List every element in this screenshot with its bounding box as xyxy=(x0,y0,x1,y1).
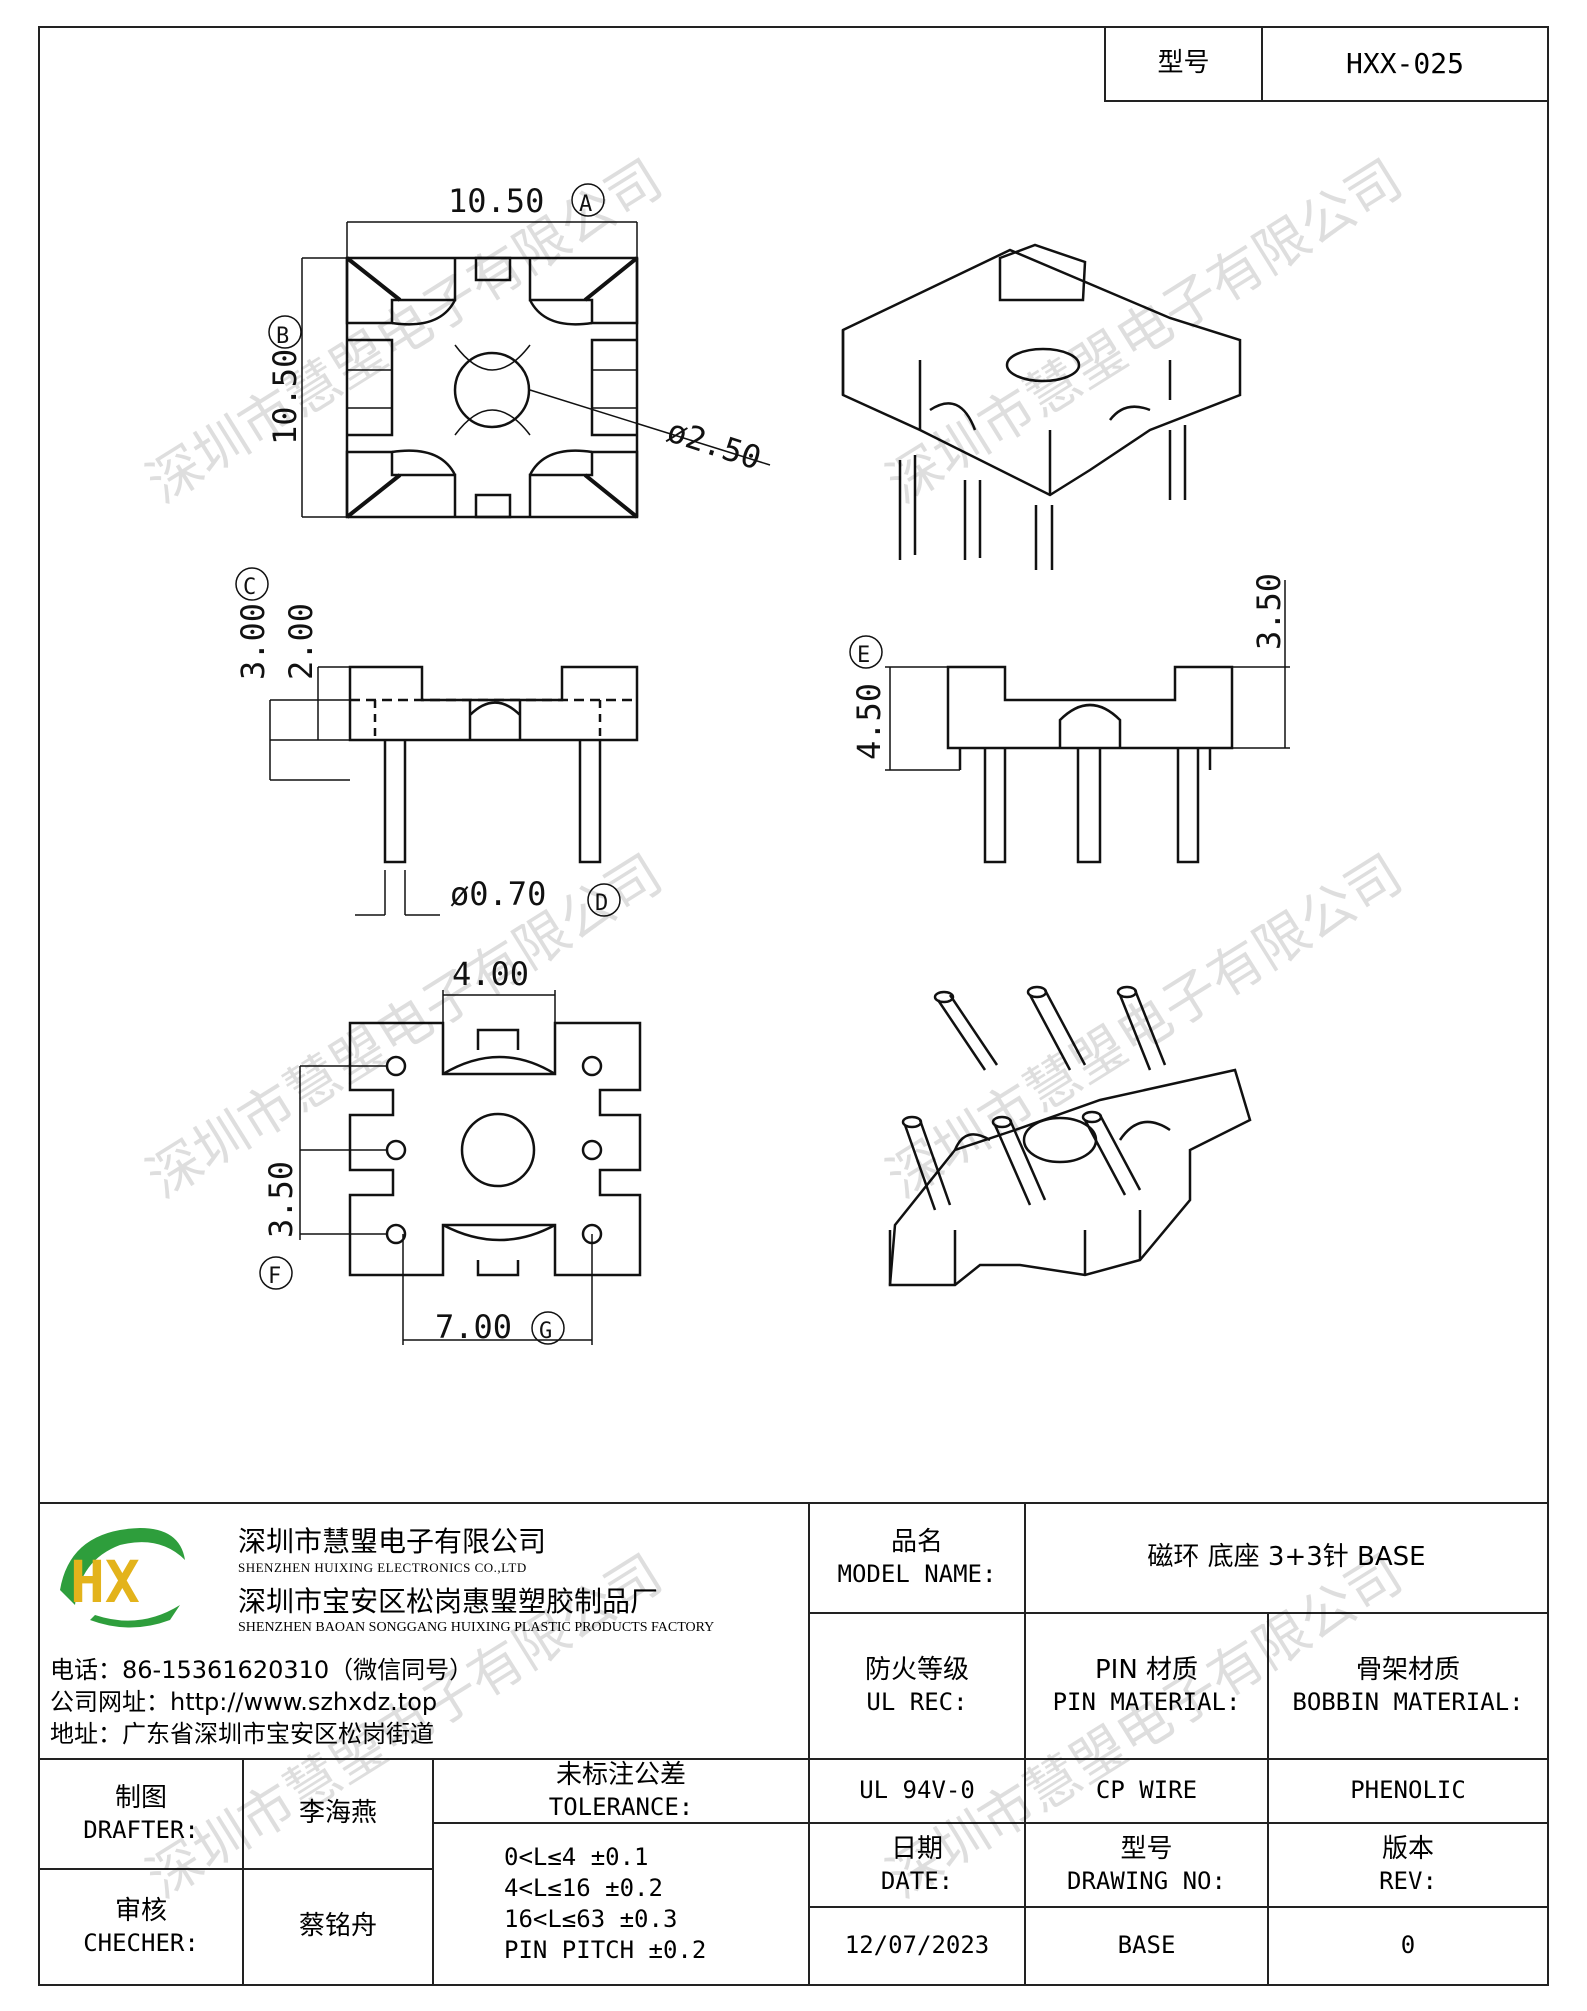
rev-en: REV: xyxy=(1379,1867,1437,1896)
pin-dia-label: ø0.70 xyxy=(450,875,546,913)
drafter-cn: 制图 xyxy=(114,1782,167,1813)
model-label: 型号 xyxy=(1157,48,1210,79)
model-value-cell: HXX-025 xyxy=(1261,26,1549,102)
top-view xyxy=(345,256,639,519)
rev-value-cell: 0 xyxy=(1267,1906,1549,1986)
side-view-front-dimensions xyxy=(235,567,621,917)
drafter-name: 李海燕 xyxy=(298,1798,377,1829)
iso-view-top xyxy=(841,243,1242,570)
factory-name-en: SHENZHEN BAOAN SONGGANG HUIXING PLASTIC … xyxy=(238,1620,715,1635)
company-name-en: SHENZHEN HUIXING ELECTRONICS CO.,LTD xyxy=(238,1560,527,1575)
mark-g: G xyxy=(539,1319,552,1344)
pin-material-cn: PIN 材质 xyxy=(1094,1654,1199,1685)
checker-en: CHECHER: xyxy=(83,1929,199,1958)
drawing-no-value: BASE xyxy=(1117,1931,1176,1960)
pin-material-value-cell: CP WIRE xyxy=(1024,1758,1269,1824)
date-cn: 日期 xyxy=(890,1833,943,1864)
top-view-dimensions xyxy=(268,183,771,518)
logo-text: HX xyxy=(70,1548,140,1616)
ul-value-cell: UL 94V-0 xyxy=(808,1758,1026,1824)
tolerance-values-cell: 0<L≤4 ±0.1 4<L≤16 ±0.2 16<L≤63 ±0.3 PIN … xyxy=(432,1822,810,1986)
dim-3-50-side-label: 3.50 xyxy=(1250,573,1288,650)
pin-material-en: PIN MATERIAL: xyxy=(1052,1688,1241,1717)
checker-cn: 审核 xyxy=(114,1895,167,1926)
dim-4-00-label: 4.00 xyxy=(452,955,529,993)
model-name-en: MODEL NAME: xyxy=(837,1560,997,1589)
model-name-value-cell: 磁环 底座 3+3针 BASE xyxy=(1024,1502,1549,1614)
mark-c: C xyxy=(243,575,256,600)
model-label-cell: 型号 xyxy=(1104,26,1263,102)
dim-7-00-label: 7.00 xyxy=(435,1308,512,1346)
drawing-no-value-cell: BASE xyxy=(1024,1906,1269,1986)
tolerance-label-cell: 未标注公差 TOLERANCE: xyxy=(432,1758,810,1824)
company-phone: 电话：86-15361620310（微信同号） xyxy=(50,1656,474,1684)
tolerance-cn: 未标注公差 xyxy=(555,1759,686,1790)
checker-name: 蔡铭舟 xyxy=(298,1911,377,1942)
model-value: HXX-025 xyxy=(1345,46,1464,80)
tolerance-row-1: 0<L≤4 ±0.1 xyxy=(504,1842,649,1871)
dim-width-label: 10.50 xyxy=(448,182,544,220)
rev-label-cell: 版本 REV: xyxy=(1267,1822,1549,1908)
technical-drawing: 10.50 A 10.50 B ø2.50 3.00 2.00 C ø0.70 … xyxy=(234,182,1290,1346)
factory-name-cn: 深圳市宝安区松岗惠琞塑胶制品厂 xyxy=(238,1585,659,1618)
dim-3-50-bottom-label: 3.50 xyxy=(262,1161,300,1238)
ul-value: UL 94V-0 xyxy=(859,1776,975,1805)
drawing-no-cn: 型号 xyxy=(1120,1833,1173,1864)
date-value-cell: 12/07/2023 xyxy=(808,1906,1026,1986)
tolerance-row-3: 16<L≤63 ±0.3 xyxy=(504,1905,678,1933)
company-logo: HX xyxy=(60,1528,185,1628)
rev-cn: 版本 xyxy=(1381,1833,1434,1864)
drafter-en: DRAFTER: xyxy=(83,1816,199,1845)
mark-d: D xyxy=(595,891,608,916)
company-block: HX 深圳市慧琞电子有限公司 SHENZHEN HUIXING ELECTRON… xyxy=(40,1504,810,1758)
checker-label-cell: 审核 CHECHER: xyxy=(38,1868,244,1986)
drafter-name-cell: 李海燕 xyxy=(242,1758,434,1870)
ul-label-cell: 防火等级 UL REC: xyxy=(808,1612,1026,1760)
drafter-label-cell: 制图 DRAFTER: xyxy=(38,1758,244,1870)
company-address: 地址：广东省深圳市宝安区松岗街道 xyxy=(50,1720,434,1748)
rev-value: 0 xyxy=(1400,1931,1416,1960)
mark-b: B xyxy=(276,324,289,349)
model-name-cn: 品名 xyxy=(890,1526,943,1557)
dim-2-00-label: 2.00 xyxy=(282,603,320,680)
dim-4-50-label: 4.50 xyxy=(850,683,888,760)
bobbin-material-value-cell: PHENOLIC xyxy=(1267,1758,1549,1824)
bottom-view xyxy=(348,1021,642,1277)
bobbin-material-value: PHENOLIC xyxy=(1350,1776,1466,1805)
drawing-no-en: DRAWING NO: xyxy=(1067,1867,1226,1896)
side-view-front xyxy=(348,665,639,864)
tolerance-row-4: PIN PITCH ±0.2 xyxy=(504,1936,707,1965)
tolerance-row-2: 4<L≤16 ±0.2 xyxy=(504,1873,663,1902)
bobbin-material-cn: 骨架材质 xyxy=(1355,1654,1460,1685)
mark-a: A xyxy=(579,192,592,217)
drawing-no-label-cell: 型号 DRAWING NO: xyxy=(1024,1822,1269,1908)
mark-e: E xyxy=(857,643,870,668)
block-divider xyxy=(38,1502,1549,1504)
bobbin-material-en: BOBBIN MATERIAL: xyxy=(1292,1688,1524,1717)
pin-material-label-cell: PIN 材质 PIN MATERIAL: xyxy=(1024,1612,1269,1760)
date-value: 12/07/2023 xyxy=(844,1931,990,1960)
tolerance-en: TOLERANCE: xyxy=(548,1793,694,1822)
bottom-view-dimensions xyxy=(259,990,593,1345)
ul-cn: 防火等级 xyxy=(864,1654,969,1685)
side-view-right xyxy=(946,665,1234,864)
pin-material-value: CP WIRE xyxy=(1095,1776,1198,1805)
company-website: 公司网址：http://www.szhxdz.top xyxy=(50,1688,438,1716)
company-name-cn: 深圳市慧琞电子有限公司 xyxy=(238,1525,547,1558)
dim-height-label: 10.50 xyxy=(266,349,304,445)
iso-view-bottom xyxy=(888,985,1252,1287)
dim-3-00-label: 3.00 xyxy=(234,603,272,680)
bobbin-material-label-cell: 骨架材质 BOBBIN MATERIAL: xyxy=(1267,1612,1549,1760)
hole-dia-label: ø2.50 xyxy=(663,411,766,477)
date-en: DATE: xyxy=(880,1867,954,1896)
model-name-label-cell: 品名 MODEL NAME: xyxy=(808,1502,1026,1614)
checker-name-cell: 蔡铭舟 xyxy=(242,1868,434,1986)
date-label-cell: 日期 DATE: xyxy=(808,1822,1026,1908)
mark-f: F xyxy=(268,1264,281,1289)
ul-en: UL REC: xyxy=(866,1688,968,1717)
side-view-right-dimensions xyxy=(849,580,1290,771)
model-name-value: 磁环 底座 3+3针 BASE xyxy=(1147,1542,1426,1573)
